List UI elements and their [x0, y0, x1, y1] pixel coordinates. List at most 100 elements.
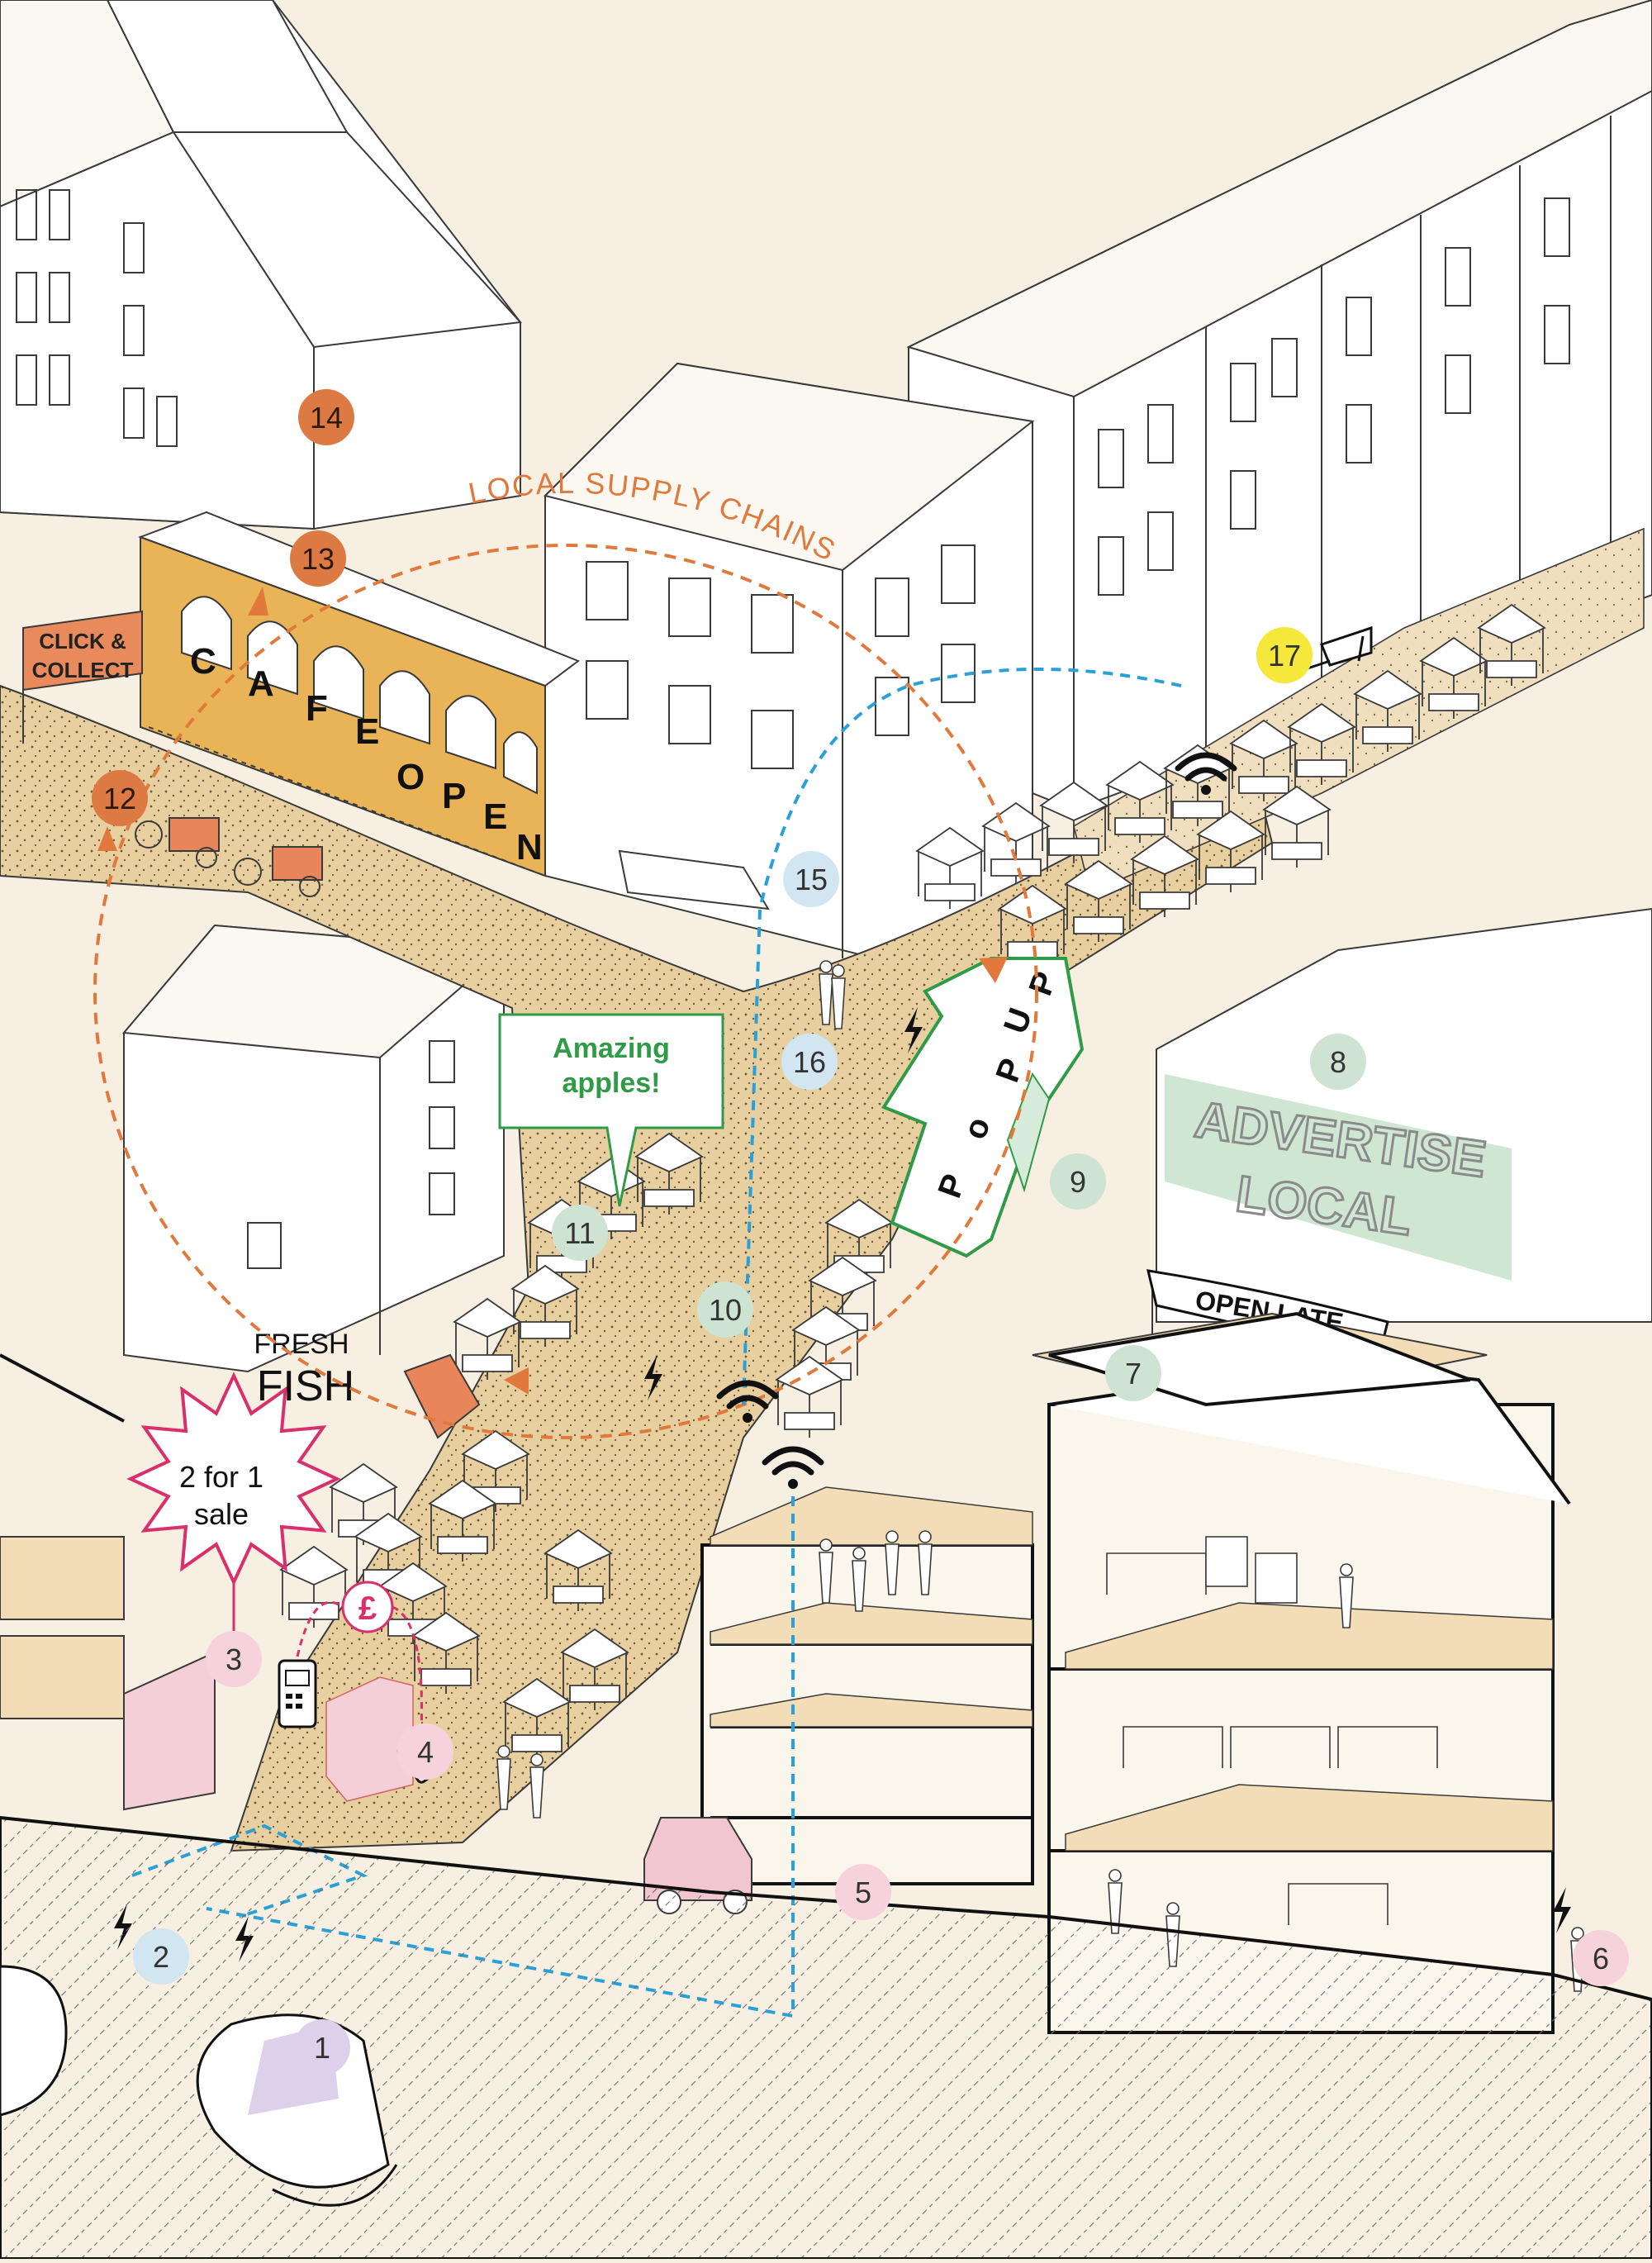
- person-icon: [831, 964, 846, 1029]
- click-collect-line2: COLLECT: [32, 658, 134, 682]
- marker-14: 14: [298, 389, 354, 445]
- market-stall-icon: [560, 1628, 629, 1710]
- marker-6: 6: [1573, 1930, 1629, 1986]
- marker-4: 4: [397, 1723, 453, 1780]
- market-stall-icon: [1130, 834, 1199, 917]
- marker-badge: [552, 1205, 608, 1261]
- market-stall-icon: [998, 884, 1067, 967]
- underground: [0, 1815, 1652, 2261]
- marker-badge: [697, 1281, 753, 1338]
- sale-line2: sale: [194, 1497, 249, 1531]
- marker-number: 1: [314, 2031, 330, 2065]
- market-stall-icon: [279, 1545, 349, 1628]
- cctv-camera-icon: [1304, 625, 1373, 671]
- market-stall-icon: [915, 826, 985, 909]
- cafe-letter-a: A: [248, 663, 274, 704]
- click-collect-line1: CLICK &: [39, 629, 126, 654]
- marker-8: 8: [1310, 1034, 1366, 1090]
- market-stall-icon: [1196, 810, 1265, 892]
- market-stall-icon: [502, 1677, 572, 1760]
- marker-badge: [92, 770, 148, 826]
- marker-2: 2: [133, 1928, 189, 1985]
- market-stall-icon: [634, 1132, 704, 1215]
- floor-plates: [710, 1486, 1554, 1852]
- marker-number: 9: [1070, 1165, 1086, 1199]
- person-icon: [852, 1547, 866, 1612]
- left-shopfront: [0, 1353, 216, 1811]
- cafe-windows: [181, 596, 538, 795]
- open-letter-p: P: [442, 776, 466, 816]
- left-middle-block: [122, 924, 506, 1373]
- marker-number: 6: [1593, 1942, 1609, 1975]
- marker-badge: [835, 1864, 891, 1920]
- pound-symbol: £: [296, 1581, 424, 1736]
- marker-number: 13: [301, 542, 335, 576]
- marker-badge: [1310, 1034, 1366, 1090]
- person-icon: [1339, 1563, 1354, 1628]
- marker-9: 9: [1050, 1153, 1106, 1210]
- market-stall-icon: [428, 1479, 497, 1562]
- person-icon: [819, 1538, 833, 1604]
- marker-number: 16: [793, 1045, 826, 1079]
- marker-5: 5: [835, 1864, 891, 1920]
- wifi-icons: [716, 752, 1237, 1489]
- click-collect-sign: CLICK & COLLECT: [22, 610, 143, 744]
- marker-13: 13: [290, 530, 346, 587]
- market-stall-icon: [1477, 603, 1546, 686]
- pound-text: £: [358, 1590, 377, 1627]
- amazing-line1: Amazing: [553, 1033, 670, 1064]
- market-stall-icon: [1039, 781, 1108, 863]
- marker-badge: [294, 2019, 350, 2075]
- speech-bubble-icon: Amazing apples!: [498, 1013, 724, 1207]
- marker-10: 10: [697, 1281, 753, 1338]
- marker-badge: [783, 851, 839, 907]
- marker-badge: [133, 1928, 189, 1985]
- marker-number: 8: [1330, 1045, 1346, 1079]
- market-stall-icon: [1353, 669, 1422, 752]
- marker-badge: [397, 1723, 453, 1780]
- marker-number: 7: [1125, 1357, 1142, 1391]
- market-stall-icon: [981, 801, 1051, 884]
- marker-number: 17: [1268, 639, 1301, 673]
- clothes-rails: [1106, 1536, 1438, 1925]
- marker-7: 7: [1105, 1345, 1161, 1401]
- marker-number: 2: [153, 1940, 169, 1974]
- marker-badge: [206, 1631, 262, 1687]
- marker-3: 3: [206, 1631, 262, 1687]
- market-stall-icon: [1287, 702, 1356, 785]
- marker-badge: [298, 389, 354, 445]
- marker-11: 11: [552, 1205, 608, 1261]
- wifi-icon: [762, 1446, 824, 1489]
- tunnel-left: [0, 1965, 68, 2117]
- market-stall-icon: [510, 1264, 580, 1347]
- market-stall-icon: [1419, 636, 1488, 719]
- person-icon: [885, 1530, 900, 1595]
- arrow-head: [97, 826, 117, 851]
- marker-badge: [781, 1034, 838, 1090]
- pink-stall: [325, 1676, 414, 1802]
- cafe-letter-f: F: [306, 688, 328, 729]
- supply-chain-loop: [93, 544, 1038, 1439]
- marker-number: 4: [417, 1735, 434, 1769]
- cargo-bike-icon: [135, 817, 323, 897]
- sale-line1: 2 for 1: [179, 1460, 263, 1494]
- lightning-icon: [1553, 1887, 1571, 1933]
- arrow-head: [979, 957, 1008, 983]
- open-letter-e: E: [483, 796, 507, 837]
- cafe-letter-c: C: [190, 641, 216, 682]
- marker-number: 12: [103, 782, 136, 815]
- wifi-icon: [716, 1380, 779, 1423]
- amazing-line2: apples!: [562, 1067, 660, 1099]
- lightning-icon: [644, 1354, 662, 1400]
- arrow-head: [248, 587, 268, 616]
- popup-stall: P o P U P: [881, 957, 1085, 1258]
- marker-15: 15: [783, 851, 839, 907]
- market-stall-icon: [775, 1355, 844, 1438]
- person-icon: [529, 1753, 544, 1818]
- market-stall-icon: [1064, 859, 1133, 942]
- marker-12: 12: [92, 770, 148, 826]
- marker-badge: [1050, 1153, 1106, 1210]
- marker-badge: [1256, 627, 1313, 683]
- marker-number: 11: [564, 1216, 595, 1250]
